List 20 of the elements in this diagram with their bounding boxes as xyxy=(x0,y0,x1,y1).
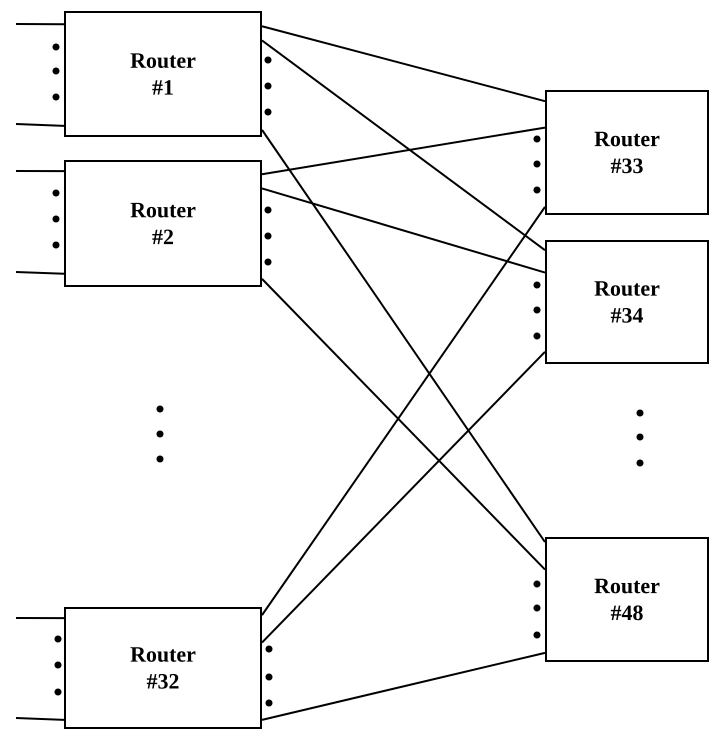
router-box: Router #2 xyxy=(64,160,262,287)
line xyxy=(261,206,546,616)
line xyxy=(262,25,546,102)
line xyxy=(16,23,64,26)
router-box: Router #32 xyxy=(64,607,262,729)
line xyxy=(261,40,546,251)
router-box: Router #34 xyxy=(545,240,709,364)
line xyxy=(262,126,546,176)
router-box: Router #1 xyxy=(64,11,262,137)
router-box: Router #48 xyxy=(545,537,709,662)
line xyxy=(16,271,64,275)
router-box: Router #33 xyxy=(545,90,709,215)
line xyxy=(262,652,546,721)
line xyxy=(16,170,64,172)
line xyxy=(16,617,64,620)
line xyxy=(16,717,64,721)
line xyxy=(262,187,546,274)
line xyxy=(261,129,546,543)
line xyxy=(16,123,64,127)
line xyxy=(261,278,546,570)
